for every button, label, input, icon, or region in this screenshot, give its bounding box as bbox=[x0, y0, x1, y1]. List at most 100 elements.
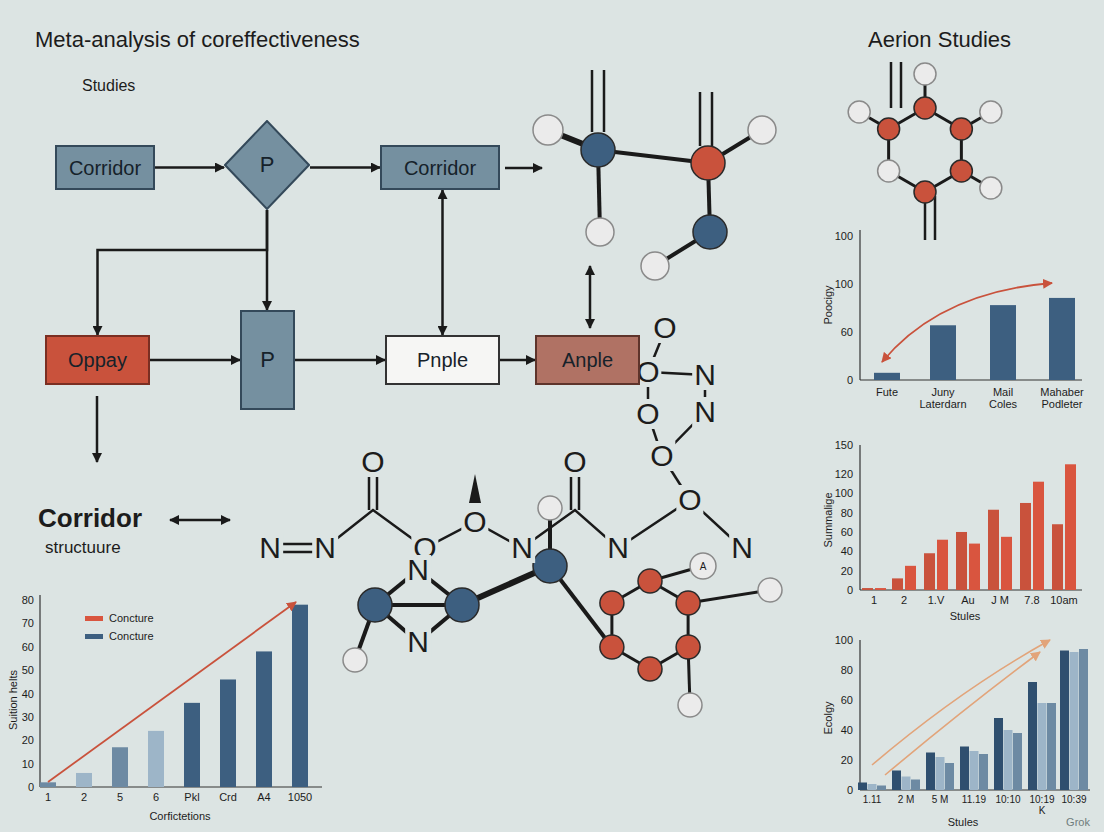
atom-circle bbox=[758, 578, 782, 602]
tick-label: 60 bbox=[841, 694, 853, 706]
atom-symbol: N bbox=[692, 397, 718, 427]
atom-circle bbox=[980, 101, 1002, 123]
tick-label: 1.V bbox=[928, 594, 945, 606]
double-bond bbox=[934, 196, 937, 240]
tick-label: 10:39 bbox=[1061, 794, 1086, 805]
bar bbox=[1070, 652, 1079, 790]
axis-title: Poocigy bbox=[822, 285, 834, 324]
axis-title: Corfictetions bbox=[149, 810, 210, 822]
atom-symbol: N bbox=[509, 533, 535, 563]
atom-circle bbox=[445, 588, 479, 622]
tick-label: Mahaber Podleter bbox=[1033, 386, 1091, 410]
axis-title: Summalige bbox=[822, 492, 834, 547]
atom-circle bbox=[581, 133, 615, 167]
tick-label: 10 bbox=[22, 758, 34, 770]
axis-line bbox=[859, 640, 860, 790]
node-text: P bbox=[260, 153, 275, 177]
bar bbox=[905, 566, 916, 590]
atom-circle bbox=[980, 177, 1002, 199]
tick-label: 2 M bbox=[898, 794, 915, 805]
process-box: Anple bbox=[535, 335, 640, 385]
tick-label: Juny Laterdarn bbox=[915, 386, 971, 410]
bar bbox=[937, 540, 948, 590]
atom-circle bbox=[600, 591, 624, 615]
bar bbox=[868, 784, 877, 790]
atom-circle bbox=[343, 648, 367, 672]
tick-label: 7.8 bbox=[1024, 594, 1039, 606]
bar bbox=[862, 588, 873, 590]
bar bbox=[1033, 482, 1044, 590]
bar bbox=[990, 305, 1016, 380]
bar bbox=[926, 753, 935, 791]
bar bbox=[936, 757, 945, 790]
tick-label: Fute bbox=[876, 386, 898, 398]
double-bond bbox=[570, 474, 573, 510]
tick-label: Mail Coles bbox=[981, 386, 1025, 410]
atom-symbol: A bbox=[700, 561, 707, 572]
atom-circle bbox=[676, 635, 700, 659]
bar bbox=[902, 777, 911, 791]
tick-label: 80 bbox=[22, 594, 34, 606]
bar bbox=[1049, 298, 1075, 380]
atom-circle bbox=[600, 635, 624, 659]
bar bbox=[892, 578, 903, 590]
atom-symbol: N bbox=[257, 533, 283, 563]
node-text: Anple bbox=[562, 349, 613, 371]
process-box: Corridor bbox=[380, 145, 500, 190]
tick-label: 100 bbox=[835, 487, 853, 499]
atom-circle bbox=[950, 160, 972, 182]
tick-label: 20 bbox=[841, 565, 853, 577]
axis-line bbox=[39, 595, 40, 787]
atom-circle bbox=[914, 63, 936, 85]
bar bbox=[874, 373, 900, 380]
decision-diamond: P bbox=[224, 120, 310, 210]
tick-label: 10am bbox=[1050, 594, 1078, 606]
structure-label: Corridor bbox=[38, 504, 142, 533]
double-bond bbox=[603, 70, 606, 132]
atom-circle bbox=[358, 588, 392, 622]
bar bbox=[1052, 524, 1063, 590]
double-bond bbox=[376, 474, 379, 510]
node-text: P bbox=[260, 348, 275, 372]
structure-label: structuure bbox=[45, 539, 121, 558]
atom-circle bbox=[914, 97, 936, 119]
process-box: Pnple bbox=[385, 335, 500, 385]
atom-circle bbox=[641, 252, 669, 280]
bar bbox=[112, 747, 128, 787]
connector-arrow bbox=[310, 166, 380, 169]
atom-symbol: O bbox=[634, 399, 661, 429]
process-box: Corridor bbox=[55, 145, 155, 190]
tick-label: 60 bbox=[841, 326, 853, 338]
atom-circle bbox=[638, 657, 662, 681]
tick-label: 5 M bbox=[932, 794, 949, 805]
bar bbox=[956, 532, 967, 590]
bar bbox=[220, 679, 236, 787]
bar bbox=[1065, 464, 1076, 590]
node-text: Corridor bbox=[404, 157, 476, 179]
bar bbox=[1060, 651, 1069, 791]
tick-label: 0 bbox=[847, 784, 853, 796]
trend-arrow bbox=[48, 602, 296, 782]
tick-label: 60 bbox=[841, 526, 853, 538]
watermark: Grok bbox=[1066, 816, 1090, 828]
tick-label: 60 bbox=[22, 641, 34, 653]
tick-label: 20 bbox=[22, 734, 34, 746]
trend-arrow bbox=[885, 652, 1040, 775]
atom-symbol: N bbox=[605, 533, 631, 563]
bar bbox=[1047, 703, 1056, 790]
connector-arrow bbox=[266, 210, 269, 310]
section-label: Studies bbox=[82, 77, 135, 95]
node-text: Corridor bbox=[69, 157, 141, 179]
tick-label: 2 bbox=[81, 791, 87, 803]
atom-circle bbox=[950, 118, 972, 140]
tick-label: Pkl bbox=[184, 791, 199, 803]
tick-label: 40 bbox=[841, 545, 853, 557]
connector-arrow bbox=[500, 359, 535, 362]
tick-label: A4 bbox=[257, 791, 270, 803]
connector-arrow bbox=[150, 359, 240, 362]
bar bbox=[924, 553, 935, 590]
legend-text: Concture bbox=[109, 630, 154, 642]
tick-label: 40 bbox=[841, 724, 853, 736]
atom-circle bbox=[693, 215, 727, 249]
